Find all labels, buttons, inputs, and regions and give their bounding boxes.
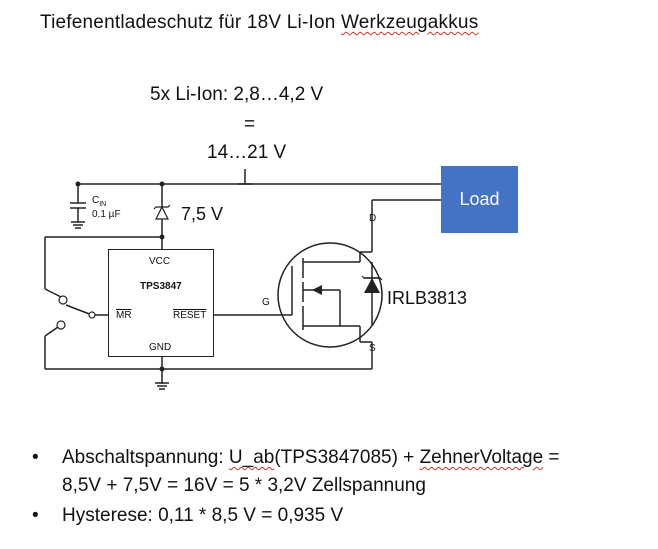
bullet-icon: • bbox=[32, 447, 39, 468]
battery-equals-text: = bbox=[244, 114, 256, 135]
zener-label: 7,5 V bbox=[181, 204, 224, 224]
pin-g-label: G bbox=[262, 297, 270, 308]
chip-mr-pin: MR bbox=[116, 310, 132, 321]
chip-gnd-pin: GND bbox=[149, 342, 172, 353]
chip-reset-pin: RESET bbox=[173, 310, 207, 321]
pin-d-label: D bbox=[369, 213, 377, 224]
battery-voltage-text: 14…21 V bbox=[207, 142, 287, 163]
chip-name: TPS3847 bbox=[140, 281, 182, 292]
title-suffix: Werkzeugakkus bbox=[340, 12, 479, 33]
chip-vcc-pin: VCC bbox=[149, 256, 171, 267]
pin-s-label: S bbox=[369, 343, 376, 354]
load-box: Load bbox=[441, 166, 518, 233]
title-prefix: Tiefenentladeschutz für 18V Li-Ion bbox=[40, 12, 341, 33]
load-label: Load bbox=[459, 189, 500, 209]
cin-value: 0.1 µF bbox=[92, 209, 121, 220]
tps3847-chip: VCC TPS3847 MR RESET GND bbox=[108, 249, 214, 357]
mosfet-outline bbox=[277, 242, 383, 348]
battery-range-text: 5x Li-Ion: 2,8…4,2 V bbox=[150, 84, 324, 105]
zener-diode bbox=[153, 204, 171, 220]
cin-label: CIN bbox=[92, 195, 107, 208]
notes-list: • Abschaltspannung: U_ab(TPS3847085) + Z… bbox=[32, 444, 560, 530]
bullet-icon: • bbox=[32, 505, 39, 526]
mosfet-arrow bbox=[312, 285, 322, 295]
page-title: Tiefenentladeschutz für 18V Li-Ion Werkz… bbox=[40, 12, 478, 34]
list-item: • Abschaltspannung: U_ab(TPS3847085) + Z… bbox=[32, 444, 560, 500]
mosfet-name: IRLB3813 bbox=[387, 288, 468, 308]
mr-switch-lever bbox=[65, 304, 93, 316]
list-item: • Hysterese: 0,11 * 8,5 V = 0,935 V bbox=[32, 502, 560, 530]
